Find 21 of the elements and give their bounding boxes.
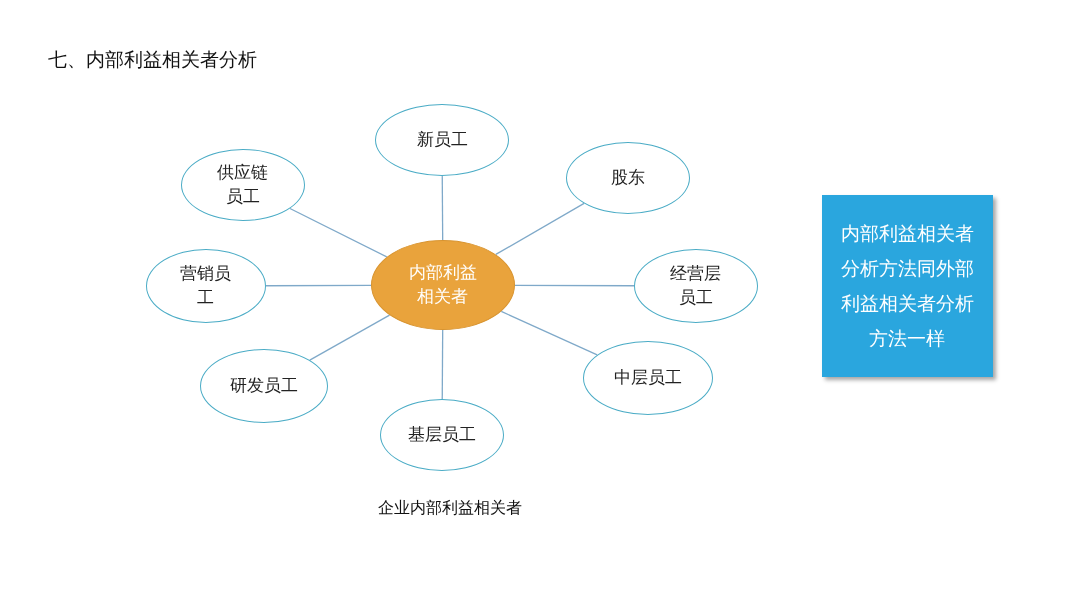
node-label: 新员工 <box>416 128 468 152</box>
connector-line <box>265 284 372 287</box>
node-label: 供应链员工 <box>216 161 270 208</box>
note-box <box>822 195 993 377</box>
connector-line <box>514 284 635 287</box>
connector-line <box>495 202 585 256</box>
connector-line <box>289 207 388 258</box>
connector-line <box>309 314 391 361</box>
connector-line <box>441 175 444 241</box>
slide-title: 七、内部利益相关者分析 <box>48 47 257 72</box>
note-text: 内部利益相关者分析方法同外部利益相关者分析方法一样 <box>840 220 975 352</box>
diagram-caption: 企业内部利益相关者 <box>377 498 523 519</box>
node-label: 基层员工 <box>408 423 476 447</box>
node-label: 内部利益相关者 <box>408 261 478 308</box>
connector-line <box>500 310 598 356</box>
connector-line <box>441 329 444 400</box>
node-label: 股东 <box>611 166 645 190</box>
node-label: 研发员工 <box>230 374 298 398</box>
node-label: 中层员工 <box>614 366 682 390</box>
node-label: 经营层员工 <box>669 262 723 309</box>
node-label: 营销员工 <box>179 262 233 309</box>
